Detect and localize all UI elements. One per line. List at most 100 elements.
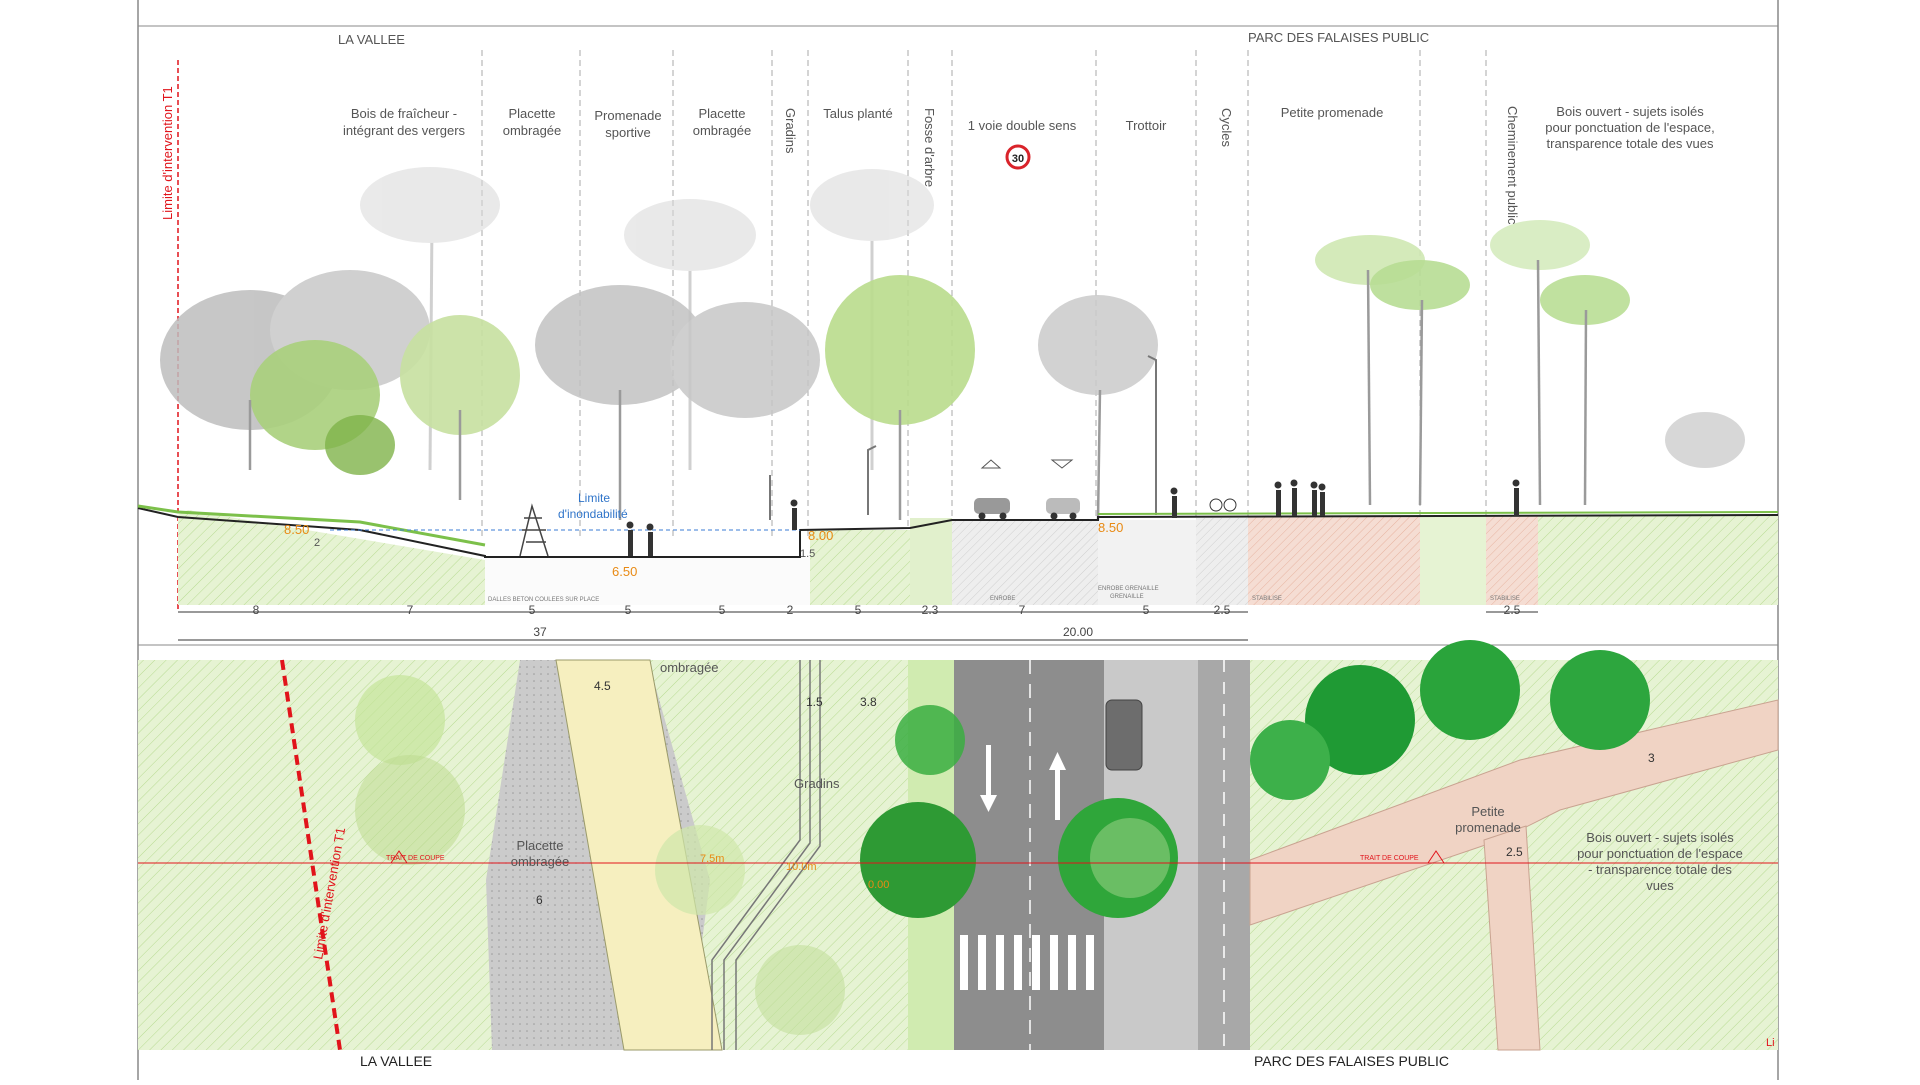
svg-text:6.50: 6.50 bbox=[612, 564, 637, 579]
svg-text:8.00: 8.00 bbox=[808, 528, 833, 543]
limit-label-section: Limite d'intervention T1 bbox=[160, 86, 175, 220]
svg-text:2.5: 2.5 bbox=[1214, 603, 1231, 617]
ground-fosse bbox=[910, 518, 952, 605]
svg-text:0.00: 0.00 bbox=[868, 879, 889, 891]
svg-text:1.5: 1.5 bbox=[806, 695, 823, 709]
level-small-gradins: 1.5 bbox=[800, 548, 815, 560]
plan-limit-line bbox=[280, 659, 342, 1051]
svg-text:6: 6 bbox=[536, 893, 543, 907]
zone-label-gradins: Gradins bbox=[783, 108, 798, 154]
grass-line-right bbox=[1097, 511, 1779, 515]
cut-marker-right bbox=[1427, 850, 1445, 864]
plan-petite-promenade bbox=[1249, 699, 1779, 926]
section-left-area: LA VALLEE bbox=[338, 32, 405, 47]
dimension-values: 8 7 5 5 5 2 5 2.3 7 5 2.5 2.5 37 20.00 bbox=[253, 603, 1521, 639]
svg-text:5: 5 bbox=[855, 603, 862, 617]
svg-text:5: 5 bbox=[529, 603, 536, 617]
svg-text:7: 7 bbox=[407, 603, 414, 617]
plan-cheminement bbox=[1483, 825, 1541, 1051]
cut-label-right: TRAIT DE COUPE bbox=[1360, 855, 1419, 862]
svg-text:4.5: 4.5 bbox=[594, 679, 611, 693]
plan-crosswalk bbox=[960, 935, 1094, 990]
tree-canopies-green bbox=[250, 220, 1630, 475]
svg-text:5: 5 bbox=[1143, 603, 1150, 617]
svg-text:5: 5 bbox=[625, 603, 632, 617]
svg-text:37: 37 bbox=[533, 625, 547, 639]
svg-text:ENROBE GRENAILLE: ENROBE GRENAILLE bbox=[1098, 586, 1159, 592]
ground-petite-promenade bbox=[1248, 516, 1420, 605]
zone-label-petite-promenade: Petite promenade bbox=[1281, 105, 1384, 120]
level-marks: 8.50 6.50 8.00 8.50 bbox=[284, 520, 1123, 579]
cars-section bbox=[974, 459, 1080, 520]
street-lights bbox=[769, 355, 1157, 520]
svg-text:Gradins: Gradins bbox=[794, 776, 840, 791]
zone-label-voie-double-sens: 1 voie double sens bbox=[968, 118, 1077, 133]
svg-text:3: 3 bbox=[1648, 751, 1655, 765]
ground-talus bbox=[810, 530, 910, 605]
level-small-left: 2 bbox=[314, 537, 320, 549]
svg-text:DALLES BETON COULEES SUR PLACE: DALLES BETON COULEES SUR PLACE bbox=[488, 597, 599, 603]
svg-text:7: 7 bbox=[1019, 603, 1026, 617]
flood-limit-label: Limite d'inondabilité bbox=[558, 491, 628, 521]
svg-text:10.0m: 10.0m bbox=[786, 861, 817, 873]
ground-bois-fraicheur bbox=[178, 510, 485, 605]
plan-view: Limite d'intervention T1 TRAIT DE COUPE … bbox=[138, 640, 1779, 1069]
svg-text:ENROBE: ENROBE bbox=[990, 596, 1015, 602]
ground-notes: DALLES BETON COULEES SUR PLACE ENROBE EN… bbox=[488, 586, 1520, 603]
ground-cycles bbox=[1196, 518, 1248, 605]
terrain-profile bbox=[137, 507, 1779, 558]
tree-trunks bbox=[248, 259, 1588, 521]
svg-text:STABILISE: STABILISE bbox=[1490, 596, 1520, 602]
people-section bbox=[626, 479, 1520, 556]
plan-cycle-lane bbox=[1198, 660, 1250, 1050]
plan-dimensions: 4.5 1.5 3.8 6 2.5 3 bbox=[536, 679, 1655, 907]
cross-section: LA VALLEE PARC DES FALAISES PUBLIC Bois … bbox=[137, 30, 1779, 641]
svg-text:2: 2 bbox=[787, 603, 794, 617]
cut-label-left: TRAIT DE COUPE bbox=[386, 855, 445, 862]
zone-label-bois-fraicheur: Bois de fraîcheur -intégrant des vergers bbox=[343, 106, 466, 138]
cut-marker-left bbox=[390, 850, 408, 864]
svg-text:8.50: 8.50 bbox=[1098, 520, 1123, 535]
plan-road-arrows bbox=[980, 745, 1066, 820]
section-right-area: PARC DES FALAISES PUBLIC bbox=[1248, 30, 1429, 45]
plan-right-area: PARC DES FALAISES PUBLIC bbox=[1254, 1053, 1449, 1069]
plan-trees bbox=[355, 640, 1650, 1035]
plan-corner-tag: Li bbox=[1766, 1037, 1775, 1049]
ground-trottoir bbox=[1098, 520, 1196, 605]
svg-text:2.3: 2.3 bbox=[922, 603, 939, 617]
ground-green-strip bbox=[1420, 516, 1486, 605]
ground-road bbox=[952, 520, 1098, 605]
zone-label-fosse-arbre: Fosse d'arbre bbox=[922, 108, 937, 187]
svg-text:STABILISE: STABILISE bbox=[1252, 596, 1282, 602]
svg-text:3.8: 3.8 bbox=[860, 695, 877, 709]
plan-left-area: LA VALLEE bbox=[360, 1053, 432, 1069]
plan-gradins-steps bbox=[711, 660, 821, 1050]
plan-levels: 7.5m 10.0m 0.00 bbox=[700, 853, 889, 891]
svg-text:8: 8 bbox=[253, 603, 260, 617]
tree-canopies-grey bbox=[160, 270, 1745, 468]
zone-label-cheminement-public: Cheminement public bbox=[1505, 106, 1520, 225]
zone-label-talus-plante: Talus planté bbox=[823, 106, 892, 121]
ground-placette-promenade bbox=[485, 557, 810, 605]
svg-text:2.5: 2.5 bbox=[1504, 603, 1521, 617]
speed-limit-sign: 30 bbox=[1005, 144, 1031, 170]
svg-text:20.00: 20.00 bbox=[1063, 625, 1093, 639]
plan-parked-car-front bbox=[1105, 699, 1143, 771]
svg-text:30: 30 bbox=[1012, 153, 1024, 165]
plan-promenade-sportive bbox=[555, 659, 723, 1051]
svg-text:7.5m: 7.5m bbox=[700, 853, 724, 865]
ground-bois-ouvert bbox=[1538, 516, 1778, 605]
ground-cheminement bbox=[1486, 516, 1538, 605]
zone-label-trottoir: Trottoir bbox=[1126, 118, 1167, 133]
grass-line-left bbox=[137, 504, 486, 547]
zone-label-cycles: Cycles bbox=[1219, 108, 1234, 148]
